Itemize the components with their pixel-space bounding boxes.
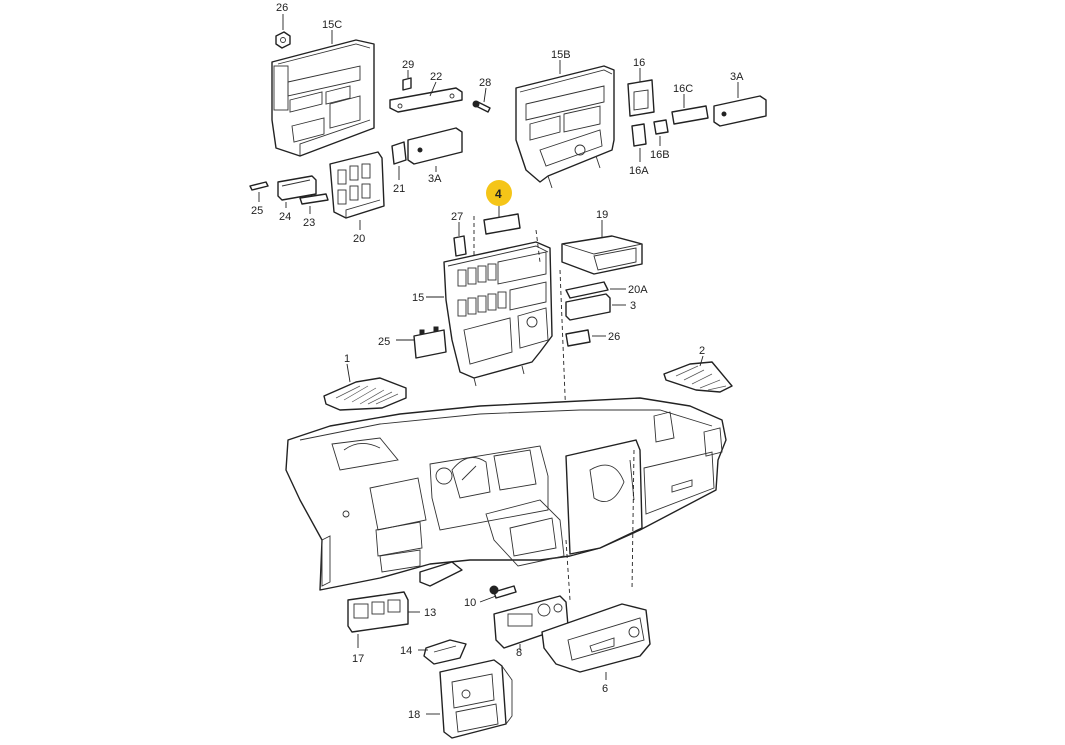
- callout-26-top: 26: [276, 2, 288, 14]
- part-18-radio-box: [439, 659, 513, 739]
- part-3A-left-cover: [407, 127, 463, 165]
- callout-15: 15: [412, 292, 424, 304]
- callout-25: 25: [378, 336, 390, 348]
- callout-26: 26: [608, 331, 620, 343]
- callout-3A-left: 3A: [428, 173, 442, 185]
- part-25-pin-left: [249, 181, 269, 191]
- highlight-marker: [486, 180, 512, 206]
- part-6-console: [541, 603, 651, 673]
- part-2-grille: [663, 361, 733, 393]
- callout-2: 2: [699, 345, 705, 357]
- part-20A-bar: [565, 281, 609, 299]
- callout-17: 17: [352, 653, 364, 665]
- callout-27: 27: [451, 211, 463, 223]
- part-29-clip: [402, 77, 412, 91]
- part-15C-bracket: [271, 39, 375, 157]
- part-3-cover: [565, 293, 611, 321]
- part-16A-switch: [631, 123, 647, 147]
- callout-18: 18: [408, 709, 420, 721]
- part-1-grille: [323, 377, 407, 411]
- callout-6: 6: [602, 683, 608, 695]
- part-15-center-bracket: [443, 241, 553, 387]
- callout-19: 19: [596, 209, 608, 221]
- part-lower-handle: [419, 561, 463, 587]
- part-dashboard-main: [285, 397, 727, 591]
- part-16B-switch: [653, 119, 669, 135]
- callout-20A: 20A: [628, 284, 648, 296]
- callout-23: 23: [303, 217, 315, 229]
- part-10-screw: [489, 585, 517, 599]
- part-16C-bar: [671, 105, 709, 125]
- callout-4-highlighted: 4: [495, 187, 502, 201]
- part-14-switch: [423, 639, 467, 665]
- callout-24: 24: [279, 211, 291, 223]
- callout-21: 21: [393, 183, 405, 195]
- part-26-clip-top: [275, 31, 291, 49]
- callout-10: 10: [464, 597, 476, 609]
- callout-22: 22: [430, 71, 442, 83]
- callout-29: 29: [402, 59, 414, 71]
- callout-16A: 16A: [629, 165, 649, 177]
- callout-16: 16: [633, 57, 645, 69]
- callout-16C: 16C: [673, 83, 693, 95]
- part-23-plate: [299, 193, 329, 205]
- part-19-tray: [561, 235, 643, 275]
- part-16-switch: [627, 79, 655, 117]
- part-24-box: [277, 175, 317, 201]
- callout-14: 14: [400, 645, 412, 657]
- callout-13: 13: [424, 607, 436, 619]
- callout-3A-right: 3A: [730, 71, 744, 83]
- callout-15C: 15C: [322, 19, 342, 31]
- part-26-block: [565, 329, 591, 347]
- callout-8: 8: [516, 647, 522, 659]
- part-3A-right-cover: [713, 95, 767, 127]
- part-27-clip: [453, 235, 467, 257]
- callout-16B: 16B: [650, 149, 670, 161]
- part-13-switch-panel: [347, 591, 409, 633]
- part-15B-bracket: [515, 65, 615, 189]
- callout-15B: 15B: [551, 49, 571, 61]
- part-28-screw: [472, 100, 491, 113]
- callout-25-left: 25: [251, 205, 263, 217]
- part-22-bar-bracket: [389, 87, 463, 113]
- callout-3: 3: [630, 300, 636, 312]
- part-4-cover: [483, 213, 521, 235]
- part-21-switch: [391, 141, 407, 165]
- part-20-switch-panel: [329, 151, 385, 219]
- callout-1: 1: [344, 353, 350, 365]
- callout-20: 20: [353, 233, 365, 245]
- part-25-connector: [413, 326, 447, 359]
- callout-28: 28: [479, 77, 491, 89]
